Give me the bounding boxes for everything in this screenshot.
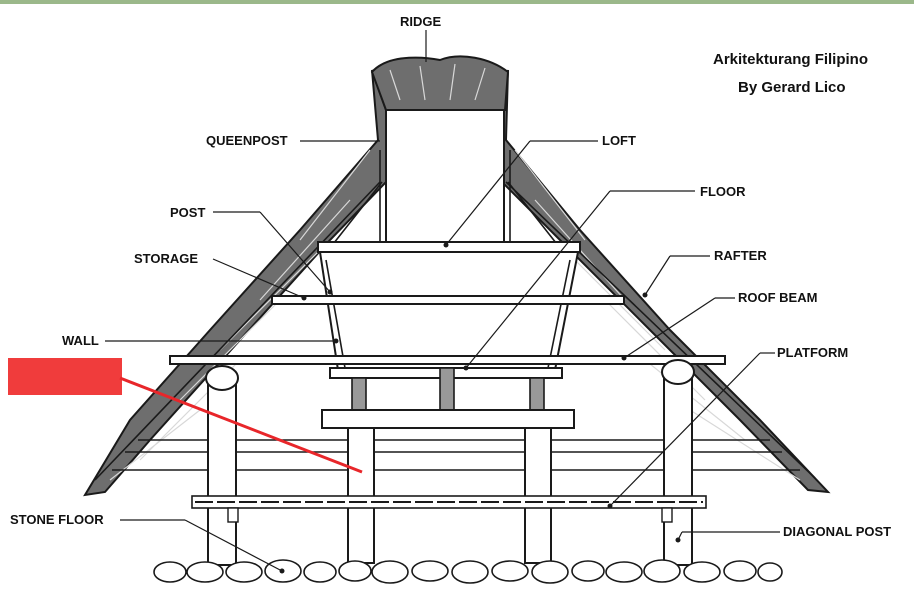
wall-left: [325, 259, 346, 369]
storage-box: [318, 251, 580, 371]
rafter-left: [94, 181, 381, 481]
label-ridge: RIDGE: [400, 14, 442, 29]
loft-brace-right: [507, 181, 561, 249]
ridge-cap: [370, 55, 510, 111]
label-queenpost: QUEENPOST: [206, 133, 288, 148]
platform-peg-right: [661, 507, 673, 523]
label-post: POST: [170, 205, 205, 220]
label-wall: WALL: [62, 333, 99, 348]
loft-floor-beam: [317, 241, 581, 253]
label-loft: LOFT: [602, 133, 636, 148]
leader-dots: [279, 242, 681, 574]
label-rafter: RAFTER: [714, 248, 767, 263]
loft-box: [385, 109, 505, 246]
leader-lines: [105, 30, 780, 572]
platform-peg-left: [227, 507, 239, 523]
label-storage: STORAGE: [134, 251, 198, 266]
roof-beam-upper: [271, 295, 625, 305]
label-platform: PLATFORM: [777, 345, 848, 360]
rafter-right: [505, 181, 816, 479]
credit-title: Arkitekturang Filipino: [713, 51, 868, 68]
short-posts: [351, 367, 545, 411]
platform-slab: [321, 409, 575, 429]
roof-beam-middle: [169, 355, 726, 365]
credit-author: By Gerard Lico: [738, 79, 846, 96]
label-stone-floor: STONE FLOOR: [10, 512, 104, 527]
redaction-box: [8, 358, 122, 395]
label-diagonal-post: DIAGONAL POST: [783, 524, 891, 539]
top-border: [0, 0, 914, 4]
wall-right: [547, 259, 571, 369]
label-floor: FLOOR: [700, 184, 746, 199]
loft-brace-left: [329, 181, 383, 249]
corner-post-left: [205, 365, 239, 566]
label-roof-beam: ROOF BEAM: [738, 290, 817, 305]
redaction-pointer-line: [119, 376, 363, 474]
stone-floor: [153, 559, 783, 584]
corner-post-right: [661, 359, 695, 566]
